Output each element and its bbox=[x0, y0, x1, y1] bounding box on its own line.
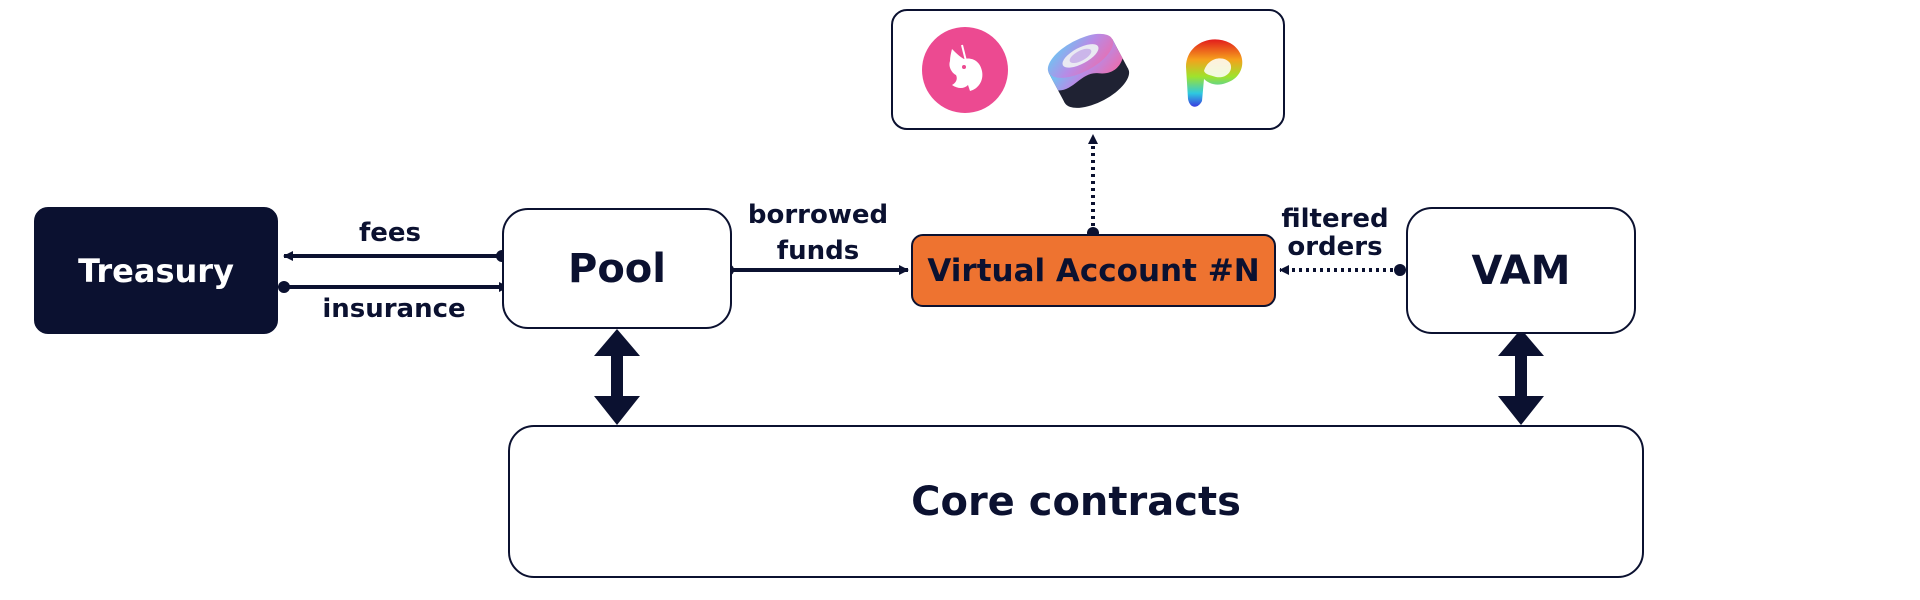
insurance-arrow bbox=[278, 281, 509, 293]
filtered-label: filtered bbox=[1281, 204, 1389, 234]
pool-core-double-arrow bbox=[594, 329, 640, 425]
vam-node: VAM bbox=[1406, 207, 1636, 334]
fees-arrow bbox=[283, 250, 508, 262]
fees-label: fees bbox=[358, 218, 422, 248]
dex-logos-box bbox=[891, 9, 1285, 130]
curve-icon bbox=[1186, 38, 1243, 107]
filtered-orders-arrow bbox=[1279, 264, 1406, 276]
insurance-label: insurance bbox=[322, 294, 466, 324]
borrowed-label: borrowed bbox=[747, 200, 889, 230]
virtual-account-node: Virtual Account #N bbox=[911, 234, 1276, 307]
pool-node: Pool bbox=[502, 208, 732, 329]
treasury-label: Treasury bbox=[78, 251, 234, 290]
orders-label: orders bbox=[1287, 232, 1383, 262]
core-contracts-label: Core contracts bbox=[911, 478, 1241, 525]
pool-label: Pool bbox=[568, 245, 666, 292]
unicorn-icon bbox=[922, 26, 1008, 113]
virtual-account-label: Virtual Account #N bbox=[927, 252, 1260, 289]
dex-arrow bbox=[1087, 134, 1099, 239]
treasury-node: Treasury bbox=[34, 207, 278, 334]
vam-core-double-arrow bbox=[1498, 329, 1544, 425]
funds-label: funds bbox=[776, 236, 860, 266]
vam-label: VAM bbox=[1471, 247, 1571, 294]
core-contracts-node: Core contracts bbox=[508, 425, 1644, 578]
sushi-icon bbox=[1047, 33, 1130, 108]
